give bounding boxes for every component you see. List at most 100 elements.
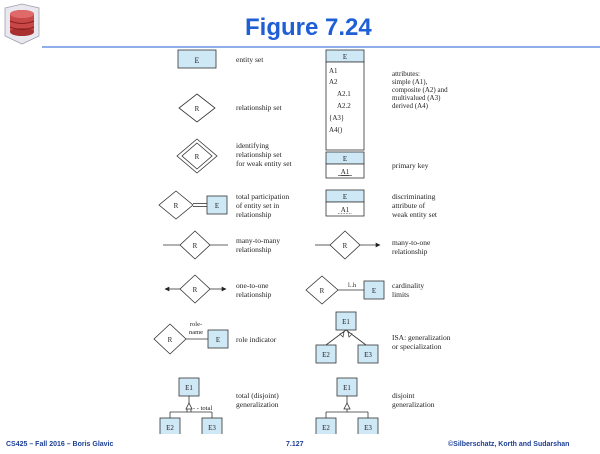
total-generalization-symbol: E1 E2 E3 - - total bbox=[159, 377, 223, 437]
label-total-participation: total participation of entity set in rel… bbox=[236, 192, 289, 219]
relationship-set-symbol: R bbox=[178, 93, 216, 123]
svg-text:E: E bbox=[343, 155, 347, 163]
database-logo-icon bbox=[4, 3, 40, 45]
total-participation-symbol: R E bbox=[158, 190, 228, 220]
svg-text:R: R bbox=[320, 287, 325, 295]
svg-text:E1: E1 bbox=[343, 384, 351, 392]
svg-text:relationship: relationship bbox=[236, 245, 272, 254]
many-to-many-symbol: R bbox=[163, 230, 228, 260]
svg-text:relationship: relationship bbox=[236, 210, 272, 219]
svg-text:A2.1: A2.1 bbox=[337, 90, 351, 98]
label-isa: ISA: generalization or specialization bbox=[392, 333, 451, 351]
svg-text:weak entity set: weak entity set bbox=[392, 210, 438, 219]
label-total-disjoint-generalization: total (disjoint) generalization bbox=[236, 391, 279, 409]
svg-text:E: E bbox=[216, 336, 220, 344]
svg-text:E: E bbox=[343, 193, 347, 201]
svg-text:attributes:: attributes: bbox=[392, 70, 420, 78]
svg-text:generalization: generalization bbox=[236, 400, 279, 409]
entity-set-symbol: E bbox=[177, 49, 217, 69]
svg-text:R: R bbox=[195, 153, 200, 161]
svg-text:E3: E3 bbox=[208, 424, 216, 432]
discriminating-attribute-symbol: E A1 bbox=[325, 189, 365, 217]
svg-text:or specialization: or specialization bbox=[392, 342, 442, 351]
svg-text:R: R bbox=[193, 242, 198, 250]
label-discriminating-attribute: discriminating attribute of weak entity … bbox=[392, 192, 438, 219]
svg-text:R: R bbox=[195, 105, 200, 113]
label-disjoint-generalization: disjoint generalization bbox=[392, 391, 435, 409]
top-rule bbox=[42, 46, 600, 48]
label-entity-set: entity set bbox=[236, 55, 264, 64]
svg-text:total participation: total participation bbox=[236, 192, 289, 201]
svg-text:attribute of: attribute of bbox=[392, 201, 426, 210]
svg-text:identifying: identifying bbox=[236, 141, 269, 150]
svg-text:R: R bbox=[174, 202, 179, 210]
label-one-to-one: one-to-one relationship bbox=[236, 281, 272, 299]
role-indicator-symbol: R E role- name bbox=[153, 321, 229, 355]
svg-text:R: R bbox=[343, 242, 348, 250]
svg-text:R: R bbox=[168, 336, 173, 344]
svg-text:disjoint: disjoint bbox=[392, 391, 415, 400]
svg-text:relationship: relationship bbox=[392, 247, 428, 256]
total-label: - - total bbox=[193, 405, 212, 412]
svg-text:E: E bbox=[343, 53, 347, 61]
svg-text:E: E bbox=[372, 287, 376, 295]
role-name-label: role- bbox=[190, 321, 202, 328]
label-identifying-relationship: identifying relationship set for weak en… bbox=[236, 141, 293, 168]
svg-text:discriminating: discriminating bbox=[392, 192, 436, 201]
svg-text:relationship: relationship bbox=[236, 290, 272, 299]
svg-text:many-to-many: many-to-many bbox=[236, 236, 280, 245]
label-many-to-one: many-to-one relationship bbox=[392, 238, 431, 256]
svg-text:E: E bbox=[215, 202, 219, 210]
svg-text:E1: E1 bbox=[342, 318, 350, 326]
footer-course: CS425 – Fall 2016 – Boris Glavic bbox=[6, 441, 114, 448]
page-title: Figure 7.24 bbox=[245, 14, 372, 41]
identifying-relationship-symbol: R bbox=[176, 138, 218, 174]
svg-text:A1: A1 bbox=[341, 206, 350, 214]
svg-text:E2: E2 bbox=[322, 351, 330, 359]
svg-text:multivalued (A3): multivalued (A3) bbox=[392, 94, 441, 102]
top-bar bbox=[0, 0, 600, 48]
isa-symbol: E1 E2 E3 bbox=[315, 311, 379, 364]
svg-text:E1: E1 bbox=[185, 384, 193, 392]
label-primary-key: primary key bbox=[392, 161, 429, 170]
svg-text:simple (A1),: simple (A1), bbox=[392, 78, 428, 86]
footer-copyright: ©Silberschatz, Korth and Sudarshan bbox=[448, 441, 570, 448]
label-attributes: attributes: simple (A1), composite (A2) … bbox=[392, 70, 448, 110]
svg-text:of entity set in: of entity set in bbox=[236, 201, 279, 210]
one-to-one-symbol: R bbox=[164, 274, 227, 304]
svg-text:cardinality: cardinality bbox=[392, 281, 424, 290]
label-role-indicator: role indicator bbox=[236, 335, 277, 344]
svg-text:relationship set: relationship set bbox=[236, 150, 283, 159]
svg-text:A2: A2 bbox=[329, 78, 338, 86]
svg-text:E3: E3 bbox=[364, 351, 372, 359]
attributes-entity-symbol: E A1 A2 A2.1 A2.2 {A3} A4() bbox=[325, 49, 365, 151]
label-cardinality-limits: cardinality limits bbox=[392, 281, 424, 299]
svg-text:one-to-one: one-to-one bbox=[236, 281, 269, 290]
svg-text:limits: limits bbox=[392, 290, 409, 299]
svg-text:E3: E3 bbox=[364, 424, 372, 432]
entity-letter: E bbox=[195, 56, 200, 65]
cardinality-limits-symbol: R l..h E bbox=[305, 275, 385, 305]
svg-text:A2.2: A2.2 bbox=[337, 102, 351, 110]
svg-text:A1: A1 bbox=[341, 168, 350, 176]
svg-text:name: name bbox=[189, 329, 203, 336]
svg-text:R: R bbox=[193, 286, 198, 294]
footer-page-number: 7.127 bbox=[286, 441, 304, 448]
label-relationship-set: relationship set bbox=[236, 103, 283, 112]
svg-text:composite (A2) and: composite (A2) and bbox=[392, 86, 448, 94]
cardinality-label: l..h bbox=[348, 282, 357, 289]
many-to-one-symbol: R bbox=[315, 230, 381, 260]
label-many-to-many: many-to-many relationship bbox=[236, 236, 280, 254]
primary-key-symbol: E A1 bbox=[325, 151, 365, 179]
svg-text:generalization: generalization bbox=[392, 400, 435, 409]
svg-text:E2: E2 bbox=[166, 424, 174, 432]
svg-text:many-to-one: many-to-one bbox=[392, 238, 431, 247]
svg-text:total (disjoint): total (disjoint) bbox=[236, 391, 279, 400]
disjoint-generalization-symbol: E1 E2 E3 bbox=[315, 377, 379, 437]
svg-text:derived (A4): derived (A4) bbox=[392, 102, 429, 110]
svg-text:{A3}: {A3} bbox=[329, 114, 344, 122]
footer-bar bbox=[0, 434, 600, 454]
svg-text:E2: E2 bbox=[322, 424, 330, 432]
svg-text:ISA: generalization: ISA: generalization bbox=[392, 333, 451, 342]
